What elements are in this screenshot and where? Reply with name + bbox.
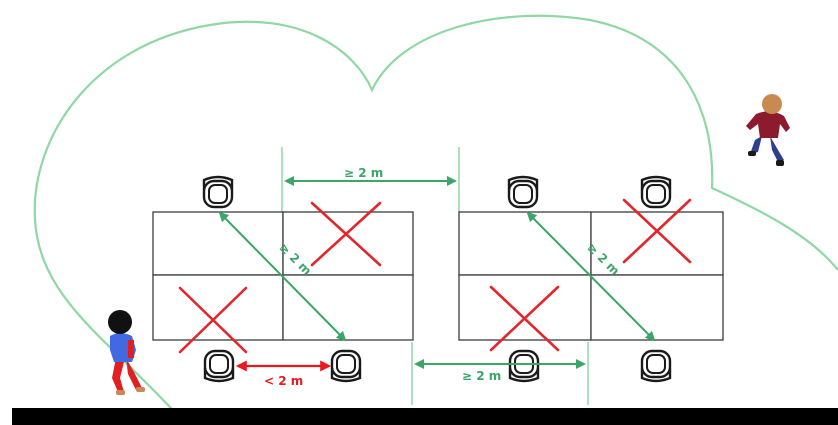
office-chair-icon bbox=[640, 175, 672, 209]
top-gap-label: ≥ 2 m bbox=[344, 166, 383, 180]
floor-wall bbox=[12, 408, 838, 425]
office-chair-icon bbox=[202, 175, 234, 209]
person-walking-icon bbox=[108, 310, 145, 395]
desk-left-top-left bbox=[152, 211, 284, 276]
office-chair-icon bbox=[203, 349, 235, 383]
bottom-gap-label: ≥ 2 m bbox=[462, 369, 501, 383]
office-chair-icon bbox=[508, 349, 540, 383]
office-chair-icon bbox=[640, 349, 672, 383]
diag-left-arrow bbox=[218, 211, 347, 342]
reference-lines bbox=[281, 147, 589, 405]
desk-left-bottom-right bbox=[282, 274, 414, 341]
too-close-label: < 2 m bbox=[264, 374, 303, 388]
desk-right-bottom-left bbox=[458, 274, 592, 341]
desk-right-top-left bbox=[458, 211, 592, 276]
diag-right-arrow bbox=[526, 211, 656, 342]
office-chair-icon bbox=[507, 175, 539, 209]
desk-left-bottom-left bbox=[152, 274, 284, 341]
office-chair-icon bbox=[330, 349, 362, 383]
desk-right-bottom-right bbox=[590, 274, 724, 341]
person-walking-icon bbox=[746, 94, 790, 166]
safe-zone-outline bbox=[33, 14, 838, 419]
